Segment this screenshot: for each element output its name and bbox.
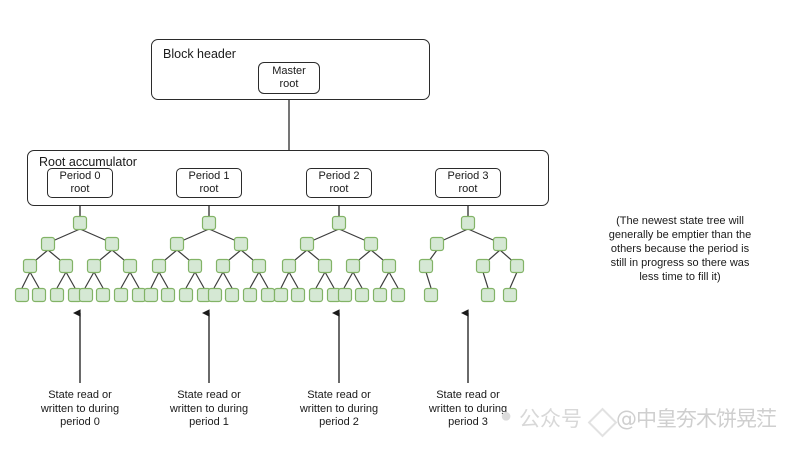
tree-leaf-node — [260, 287, 276, 303]
tree-node — [429, 236, 445, 252]
period-3-root-line2: root — [458, 183, 478, 195]
tree-node — [317, 258, 333, 274]
tree-node — [187, 258, 203, 274]
tree-leaf-node — [178, 287, 194, 303]
tree-leaf-node — [242, 287, 258, 303]
period-3-root-line1: Period 3 — [447, 170, 489, 182]
tree-node — [72, 215, 88, 231]
tree-leaf-node — [131, 287, 147, 303]
tree-node — [86, 258, 102, 274]
tree-leaf-node — [290, 287, 306, 303]
tree-node — [58, 258, 74, 274]
tree-node — [40, 236, 56, 252]
tree-node — [251, 258, 267, 274]
period-1-root-box[interactable]: Period 1 root — [176, 168, 242, 198]
tree-node — [381, 258, 397, 274]
tree-node — [104, 236, 120, 252]
period-1-root-line2: root — [199, 183, 219, 195]
tree-leaf-node — [502, 287, 518, 303]
tree-leaf-node — [423, 287, 439, 303]
root-accumulator-title: Root accumulator — [39, 155, 137, 169]
tree-node — [151, 258, 167, 274]
period-2-state-tree — [273, 215, 406, 303]
period-1-state-tree — [143, 215, 276, 303]
period-2-root-line1: Period 2 — [318, 170, 360, 182]
block-header-title: Block header — [163, 47, 236, 61]
tree-leaf-node — [390, 287, 406, 303]
tree-node — [492, 236, 508, 252]
tree-node — [122, 258, 138, 274]
period-2-root-box[interactable]: Period 2 root — [306, 168, 372, 198]
tree-leaf-node — [160, 287, 176, 303]
tree-leaf-node — [224, 287, 240, 303]
tree-leaf-node — [337, 287, 353, 303]
tree-leaf-node — [113, 287, 129, 303]
caption-period-0: State read or written to during period 0 — [40, 389, 120, 428]
period-0-root-line1: Period 0 — [59, 170, 101, 182]
tree-leaf-node — [78, 287, 94, 303]
tree-node — [169, 236, 185, 252]
tree-node — [299, 236, 315, 252]
tree-leaf-node — [372, 287, 388, 303]
master-root-line1: Master — [272, 65, 306, 77]
tree-node — [331, 215, 347, 231]
tree-node — [509, 258, 525, 274]
tree-leaf-node — [49, 287, 65, 303]
tree-node — [281, 258, 297, 274]
caption-period-2: State read or written to during period 2 — [299, 389, 379, 428]
newest-tree-note: (The newest state tree will generally be… — [608, 215, 752, 283]
watermark-logo-icon: ● — [500, 405, 513, 427]
tree-leaf-node — [31, 287, 47, 303]
master-root-box[interactable]: Master root — [258, 62, 320, 94]
tree-leaf-node — [207, 287, 223, 303]
tree-node — [418, 258, 434, 274]
watermark-text-left: 公众号 — [519, 407, 582, 431]
tree-node — [22, 258, 38, 274]
tree-leaf-node — [308, 287, 324, 303]
period-1-root-line1: Period 1 — [188, 170, 230, 182]
period-0-root-box[interactable]: Period 0 root — [47, 168, 113, 198]
tree-node — [475, 258, 491, 274]
tree-node — [201, 215, 217, 231]
tree-node — [363, 236, 379, 252]
period-2-root-line2: root — [329, 183, 349, 195]
tree-leaf-node — [14, 287, 30, 303]
caption-period-3: State read or written to during period 3 — [428, 389, 508, 428]
watermark-text-right: @中皇夯木饼晃茳 — [616, 407, 777, 431]
tree-leaf-node — [143, 287, 159, 303]
master-root-line2: root — [279, 78, 299, 90]
tree-leaf-node — [480, 287, 496, 303]
caption-period-1: State read or written to during period 1 — [169, 389, 249, 428]
period-0-root-line2: root — [70, 183, 90, 195]
tree-node — [215, 258, 231, 274]
tree-leaf-node — [354, 287, 370, 303]
tree-leaf-node — [95, 287, 111, 303]
tree-leaf-node — [273, 287, 289, 303]
tree-node — [345, 258, 361, 274]
period-3-root-box[interactable]: Period 3 root — [435, 168, 501, 198]
tree-node — [233, 236, 249, 252]
period-0-state-tree — [14, 215, 147, 303]
tree-node — [460, 215, 476, 231]
period-3-state-tree — [418, 215, 525, 303]
